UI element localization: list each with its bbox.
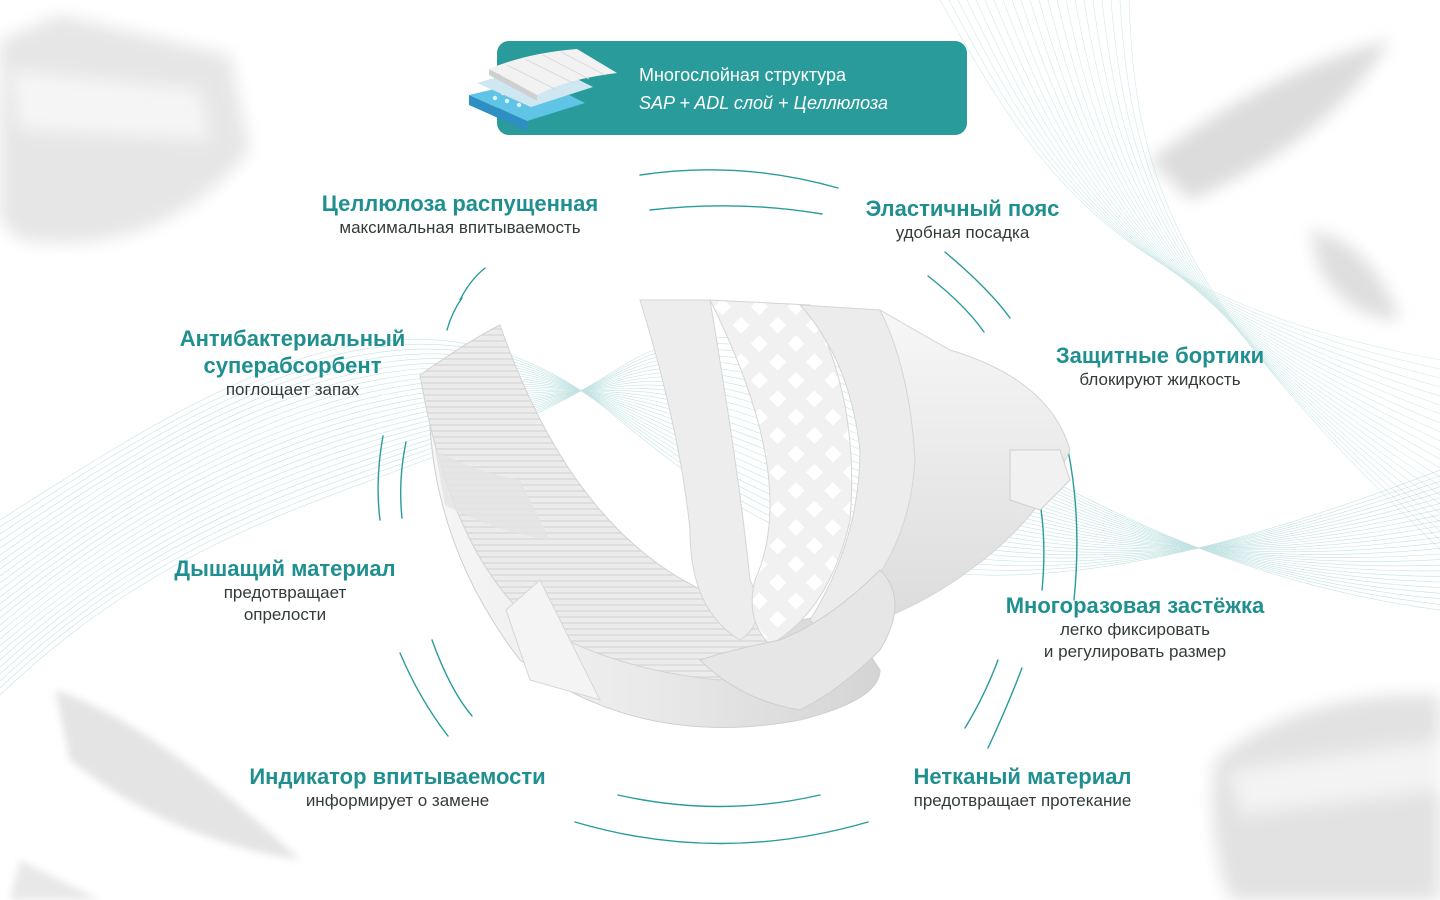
wave-line [957, 0, 1440, 379]
wave-lines-right [939, 0, 1440, 550]
wave-line [0, 385, 1440, 598]
blurred-feather-bottom-left [10, 690, 300, 900]
wave-line [0, 375, 1440, 577]
wave-line [0, 339, 1440, 576]
feature-protective-cuffs-subtitle: блокируют жидкость [1079, 370, 1241, 389]
feature-elastic-belt-subtitle: удобная посадка [895, 223, 1030, 242]
wave-line [1119, 0, 1440, 541]
wave-line [1083, 0, 1440, 505]
feature-nonwoven: Нетканый материал предотвращает протекан… [870, 763, 1175, 812]
feature-breathable-subtitle-1: предотвращает [223, 583, 347, 602]
feature-nonwoven-subtitle: предотвращает протекание [913, 791, 1132, 810]
feature-cellulose: Целлюлоза распущенная максимальная впиты… [280, 190, 640, 239]
feature-antibacterial: Антибактериальный суперабсорбент поглоща… [145, 325, 440, 401]
feature-wetness-indicator-subtitle: информирует о замене [305, 791, 490, 810]
feature-wetness-indicator: Индикатор впитываемости информирует о за… [215, 763, 580, 812]
feature-protective-cuffs-title: Защитные бортики [1055, 343, 1265, 368]
wave-line [966, 0, 1440, 388]
wave-line [0, 382, 1440, 591]
wave-line [948, 0, 1440, 370]
focus-arcs [377, 169, 1078, 845]
wave-line [1056, 0, 1440, 478]
feature-cellulose-subtitle: максимальная впитываемость [339, 218, 581, 237]
wave-line [1074, 0, 1440, 496]
feature-reusable-fastener-subtitle-1: легко фиксировать [1060, 620, 1210, 639]
wave-line [0, 371, 1440, 654]
wave-line [939, 0, 1440, 361]
feature-antibacterial-title-2: суперабсорбент [203, 353, 382, 378]
wave-line [975, 0, 1440, 397]
wave-line [1047, 0, 1440, 469]
wave-line [0, 362, 1440, 556]
multilayer-badge: Многослойная структура SAP + ADL слой + … [469, 41, 967, 135]
wave-line [0, 355, 1440, 675]
wave-line [0, 343, 1440, 689]
feature-elastic-belt: Эластичный пояс удобная посадка [820, 195, 1105, 244]
feature-cellulose-title: Целлюлоза распущенная [321, 191, 599, 216]
blurred-diaper-bottom-right [1212, 694, 1440, 900]
wave-line [0, 366, 1440, 661]
feature-reusable-fastener-subtitle-2: и регулировать размер [1043, 642, 1227, 661]
diaper-illustration [419, 299, 1071, 728]
feature-protective-cuffs: Защитные бортики блокируют жидкость [1010, 342, 1310, 391]
feature-wetness-indicator-title: Индикатор впитываемости [249, 764, 546, 789]
wave-line [993, 0, 1440, 415]
wave-line [0, 384, 1440, 633]
wave-line [0, 371, 1440, 570]
feature-elastic-belt-title: Эластичный пояс [865, 196, 1060, 221]
wave-line [0, 349, 1440, 682]
wave-line [0, 343, 1440, 571]
wave-line [0, 388, 1440, 605]
blurred-diaper-top-left [0, 15, 250, 244]
badge-title: Многослойная структура [639, 65, 846, 85]
feature-breathable: Дышащий материал предотвращает опрелости [140, 555, 430, 626]
wave-line [0, 367, 1440, 563]
wave-line [0, 348, 1440, 567]
wave-line [0, 379, 1440, 584]
wave-line [1029, 0, 1440, 451]
badge-subtitle: SAP + ADL слой + Целлюлоза [639, 93, 889, 113]
wave-line [1002, 0, 1440, 424]
blurred-feather-top-right [1150, 40, 1400, 320]
wave-line [1020, 0, 1440, 442]
wave-line [1092, 0, 1440, 514]
feature-breathable-subtitle-2: опрелости [243, 605, 327, 624]
wave-lines [0, 337, 1440, 696]
feature-nonwoven-title: Нетканый материал [913, 764, 1132, 789]
wave-line [0, 380, 1440, 640]
wave-line [1101, 0, 1440, 523]
wave-line [1065, 0, 1440, 487]
wave-line [0, 358, 1440, 559]
wave-line [0, 337, 1440, 696]
feature-antibacterial-title-1: Антибактериальный [179, 326, 406, 351]
wave-line [1128, 0, 1440, 550]
wave-line [984, 0, 1440, 406]
wave-line [0, 388, 1440, 626]
feature-antibacterial-subtitle: поглощает запах [225, 380, 360, 399]
wave-line [0, 390, 1440, 612]
wave-line [0, 390, 1440, 619]
wave-line [0, 353, 1440, 562]
feature-breathable-title: Дышащий материал [174, 556, 396, 581]
feature-reusable-fastener-title: Многоразовая застёжка [1005, 593, 1265, 618]
wave-line [1011, 0, 1440, 433]
layered-material-icon [469, 49, 617, 131]
wave-line [0, 360, 1440, 668]
feature-reusable-fastener: Многоразовая застёжка легко фиксировать … [970, 592, 1300, 663]
wave-line [1038, 0, 1440, 460]
wave-line [0, 376, 1440, 647]
wave-line [1110, 0, 1440, 532]
